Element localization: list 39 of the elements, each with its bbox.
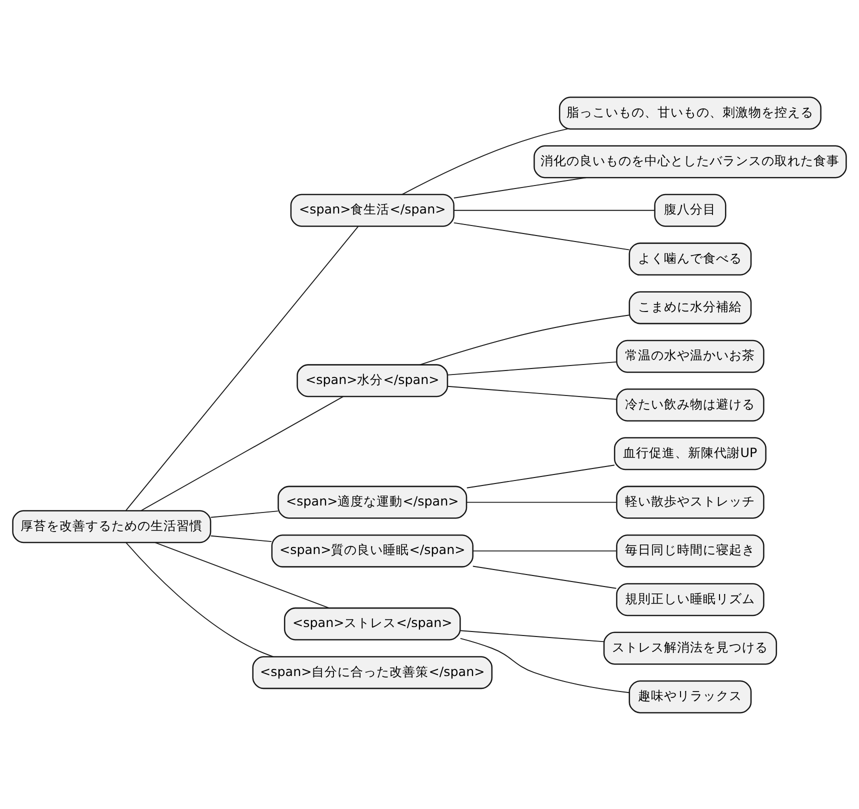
node-box: 厚苔を改善するための生活習慣 [12,510,212,543]
connector [466,464,615,488]
node-box: 冷たい飲み物は避ける [616,388,764,421]
connector [447,360,618,375]
node-box: 軽い散歩やストレッチ [616,485,764,518]
connector [126,542,274,657]
node-box: <span>自分に合った改善策</span> [252,656,493,689]
node-box: 常温の水や温かいお茶 [616,339,764,372]
node-box: 消化の良いものを中心としたバランスの取れた食事 [534,144,847,178]
connector [447,385,618,400]
node-box: <span>食生活</span> [290,193,454,226]
node-box: <span>水分</span> [296,364,448,397]
node-box: ストレス解消法を見つける [603,631,778,664]
connector [453,176,587,198]
node-box: 毎日同じ時間に寝起き [616,534,764,567]
connector [154,542,330,608]
node-box: <span>適度な運動</span> [278,485,468,518]
connector [472,550,617,551]
node-box: 血行促進、新陳代謝UP [614,436,766,470]
connector [460,630,604,642]
node-box: 趣味やリラックス [628,680,752,713]
node-box: 規則正しい睡眠リズム [616,582,764,616]
connector [140,396,344,511]
connector [453,209,656,210]
node-box: こまめに水分補給 [628,290,752,324]
node-box: 腹八分目 [654,193,726,226]
connector [210,534,272,542]
connector [125,226,359,510]
connector [419,314,630,365]
node-box: よく噛んで食べる [628,242,752,276]
node-box: <span>ストレス</span> [284,606,461,640]
connector [460,637,630,693]
node-box: <span>質の良い睡眠</span> [271,534,474,567]
connector [402,128,568,194]
connector [453,222,630,250]
connector [466,501,617,502]
node-box: 脂っこいもの、甘いもの、刺激物を控える [558,96,822,130]
connector [210,510,278,518]
connector [472,565,617,588]
